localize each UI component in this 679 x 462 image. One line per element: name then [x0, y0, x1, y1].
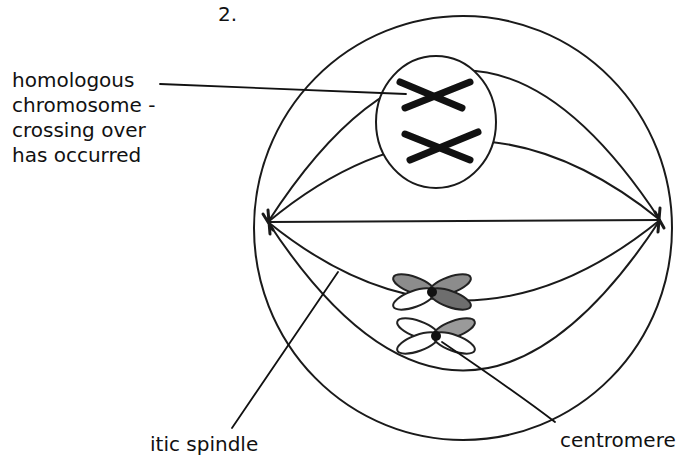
homologous-pair	[400, 82, 478, 160]
chromosome	[391, 270, 474, 314]
leader-line	[442, 342, 555, 422]
leader-line	[232, 272, 338, 428]
leader-line	[160, 84, 406, 94]
structure-label: homologous chromosome - crossing over ha…	[12, 68, 162, 168]
chromosome	[395, 314, 478, 358]
cell-membrane	[254, 16, 672, 440]
figure-number: 2.	[218, 2, 278, 27]
chromosome	[405, 132, 478, 160]
spindle-fiber	[268, 220, 660, 222]
nuclear-region	[376, 56, 496, 188]
spindle-pole	[655, 208, 664, 232]
chromosome	[400, 82, 470, 108]
spindle-fiber	[268, 220, 660, 371]
structure-label: itic spindle	[150, 432, 320, 457]
homologous-pair	[391, 270, 478, 358]
structure-label: centromere	[560, 428, 675, 453]
spindle-pole	[263, 210, 273, 234]
